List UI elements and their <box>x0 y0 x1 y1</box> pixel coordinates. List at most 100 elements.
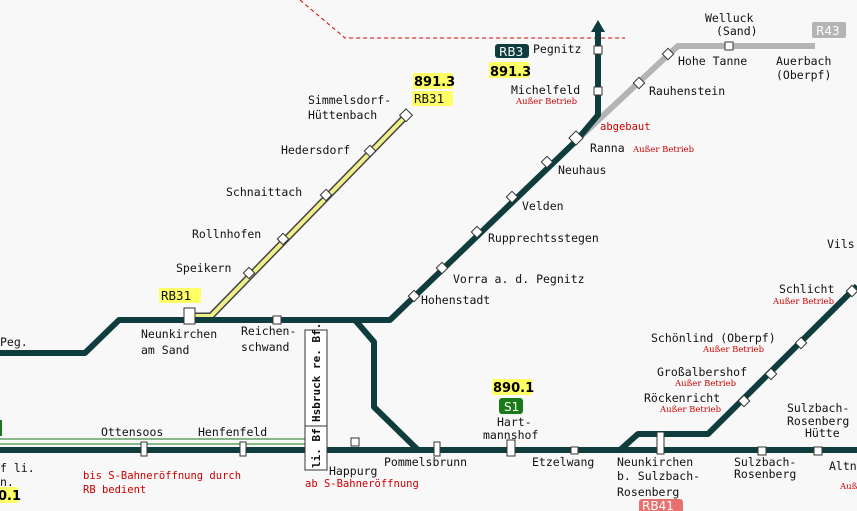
station-label-auerbach-1: Auerbach <box>776 54 831 68</box>
station-label-neunkirchen-sulz-2: b. Sulzbach- <box>617 469 700 483</box>
arrow-up-icon <box>591 20 605 32</box>
station-label-neunkirchen-sand-2: am Sand <box>141 343 189 357</box>
station-marker-ranna <box>568 130 584 146</box>
badge-rb31-left: RB31 <box>161 288 191 303</box>
hersbruck-station-box <box>304 329 328 471</box>
line-hersbruck-connector <box>352 318 421 453</box>
station-marker-sulzbach-rosenberg <box>757 446 767 456</box>
station-marker-pegnitz <box>593 45 603 55</box>
station-label-auerbach-2: (Oberpf) <box>776 68 831 82</box>
station-marker-rollnhofen <box>276 232 290 246</box>
station-marker-rauhenstein <box>632 76 646 90</box>
station-marker-rupprechtsstegen <box>470 225 484 239</box>
badge-rb41-bg <box>639 499 683 511</box>
station-label-happurg: Happurg <box>329 464 377 478</box>
station-label-hersbruck-li: li. Bf <box>310 428 323 468</box>
rb31-line <box>190 114 408 318</box>
station-marker-schoenlind <box>794 336 808 350</box>
note-happurg: ab S-Bahneröffnung <box>305 478 419 490</box>
kb-890-1-left: 0.1 <box>0 489 21 504</box>
station-label-reichenschwand-1: Reichen- <box>241 324 296 338</box>
kb-890-1-left-bg <box>0 487 18 503</box>
station-label-left-n: n. <box>0 475 14 489</box>
station-label-pegnitz: Pegnitz <box>533 42 581 56</box>
station-label-roeckenricht: Röckenricht <box>644 391 720 405</box>
station-label-neuhaus: Neuhaus <box>558 163 606 177</box>
station-label-henfenfeld: Henfenfeld <box>198 425 267 439</box>
station-marker-etzelwang <box>570 446 579 455</box>
kb-891-3-a-bg <box>413 73 453 89</box>
station-label-pommelsbrunn: Pommelsbrunn <box>384 455 467 469</box>
station-marker-schlicht <box>845 284 857 298</box>
note-altmannshof-ausser-betrieb: Auß <box>839 482 857 492</box>
region-border-dashed <box>299 0 625 39</box>
station-label-sulzbach-huette-2: Rosenberg <box>787 414 849 428</box>
station-marker-neunkirchen-sand <box>183 307 196 325</box>
station-label-hohe-tanne: Hohe Tanne <box>678 54 747 68</box>
station-marker-reichenschwand <box>272 315 282 325</box>
station-label-vilseck: Vils <box>827 237 855 251</box>
note-schoenlind-ausser-betrieb: Außer Betrieb <box>702 345 765 355</box>
station-label-sulzbach-rosenberg-2: Rosenberg <box>734 467 796 481</box>
station-label-neunkirchen-sulz-3: Rosenberg <box>617 485 679 499</box>
station-label-etzelwang: Etzelwang <box>532 455 594 469</box>
station-marker-welluck <box>724 41 734 51</box>
station-marker-neunkirchen-sulzbach <box>656 431 665 455</box>
station-label-rollnhofen: Rollnhofen <box>192 227 261 241</box>
station-label-simmelsdorf-2: Hüttenbach <box>308 108 377 122</box>
station-label-simmelsdorf-1: Simmelsdorf- <box>308 93 391 107</box>
station-label-welluck-2: (Sand) <box>716 24 758 38</box>
station-marker-henfenfeld <box>239 441 247 457</box>
station-marker-roeckenricht <box>737 394 751 408</box>
station-marker-ottensoos <box>140 441 148 457</box>
note-grossalbershof-ausser-betrieb: Außer Betrieb <box>674 379 737 389</box>
station-label-hartmannshof-1: Hart- <box>497 415 532 429</box>
station-marker-schnaittach <box>319 188 333 202</box>
station-label-altmannshof: Altn <box>829 459 857 473</box>
kb-891-3-b-bg <box>489 62 529 78</box>
station-marker-grossalbershof <box>764 367 778 381</box>
station-markers <box>140 41 857 457</box>
note-roeckenricht-ausser-betrieb: Außer Betrieb <box>659 405 722 415</box>
badge-rb3-bg <box>495 44 529 58</box>
note-abgebaut: abgebaut <box>600 121 651 133</box>
badge-r43: R43 <box>816 24 840 38</box>
station-label-michelfeld: Michelfeld <box>511 83 580 97</box>
station-label-grossalbershof: Großalbershof <box>657 365 747 379</box>
station-label-speikern: Speikern <box>176 261 231 275</box>
station-label-neunkirchen-sand-1: Neunkirchen <box>141 327 217 341</box>
station-label-sulzbach-huette-3: Hütte <box>805 426 840 440</box>
station-label-welluck-1: Welluck <box>705 11 754 25</box>
station-label-peg: Peg. <box>0 335 28 349</box>
station-label-vorra: Vorra a. d. Pegnitz <box>453 272 585 286</box>
kb-891-3-a: 891.3 <box>414 75 455 90</box>
badge-rb31-top-bg <box>412 91 453 106</box>
note-ranna-ausser-betrieb: Außer Betrieb <box>632 145 695 155</box>
station-marker-pommelsbrunn <box>433 441 441 457</box>
station-label-ranna: Ranna <box>590 141 625 155</box>
station-label-rauhenstein: Rauhenstein <box>649 84 725 98</box>
badge-rb31-left-bg <box>159 288 201 303</box>
kb-890-1-bg <box>492 379 532 395</box>
station-marker-hartmannshof <box>506 439 516 457</box>
station-label-hedersdorf: Hedersdorf <box>281 143 350 157</box>
station-marker-michelfeld <box>593 86 603 96</box>
sbahn-stub <box>0 420 2 436</box>
badge-s1-bg <box>499 398 523 414</box>
station-label-ottensoos: Ottensoos <box>101 425 163 439</box>
badge-rb31-top: RB31 <box>414 91 444 106</box>
station-marker-neuhaus <box>540 155 554 169</box>
station-label-hohenstadt: Hohenstadt <box>421 293 490 307</box>
station-label-sulzbach-rosenberg-1: Sulzbach- <box>734 455 796 469</box>
note-michelfeld-ausser-betrieb: Außer Betrieb <box>515 97 578 107</box>
badge-s1: S1 <box>504 400 519 414</box>
station-label-schnaittach: Schnaittach <box>226 185 302 199</box>
station-label-sulzbach-huette-1: Sulzbach- <box>787 401 849 415</box>
station-label-hartmannshof-2: mannshof <box>483 428 538 442</box>
station-label-neunkirchen-sulz-1: Neunkirchen <box>617 455 693 469</box>
station-label-hersbruck-re: Hsbruck re. Bf. <box>310 323 323 422</box>
note-sbahn-2: RB bedient <box>83 484 146 496</box>
line-pegnitz-branch <box>0 30 601 356</box>
station-marker-hedersdorf <box>363 144 377 158</box>
